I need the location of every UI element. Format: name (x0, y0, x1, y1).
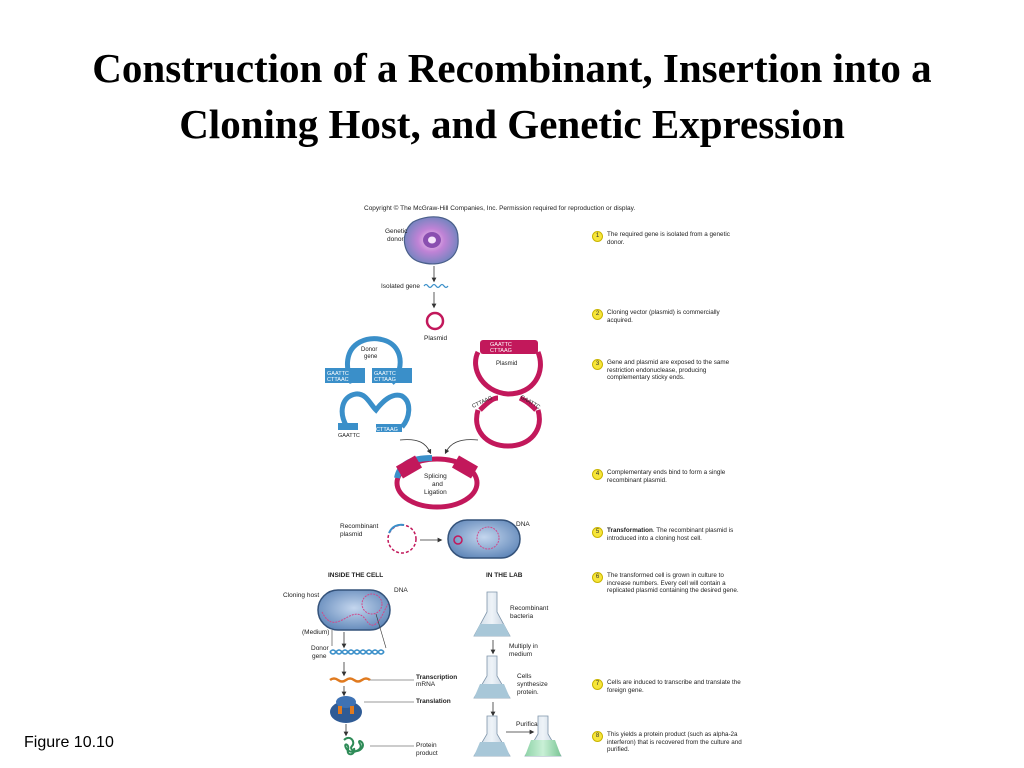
flask-purified-protein (524, 715, 562, 757)
cloning-host-cell (317, 589, 391, 631)
label-isolated-gene: Isolated gene (381, 283, 420, 290)
flask-synthesize (473, 655, 511, 699)
seq-open-right: GAATTC (519, 395, 541, 411)
label-recomb-plasmid: plasmid (340, 531, 363, 538)
step-4: 4 Complementary ends bind to form a singl… (592, 469, 752, 484)
donor-gene-cut (325, 336, 412, 385)
label-cells-2: synthesize (517, 681, 548, 688)
step-6-badge: 6 (592, 572, 603, 583)
step-6: 6 The transformed cell is grown in cultur… (592, 572, 752, 595)
figure-label: Figure 10.10 (24, 734, 114, 751)
step-2: 2 Cloning vector (plasmid) is commerciall… (592, 309, 752, 324)
seq-right-bottom: CTTAAG (374, 377, 396, 383)
step-2-badge: 2 (592, 309, 603, 320)
label-product: product (416, 750, 438, 757)
label-transcription: Transcription (416, 674, 457, 681)
flask-purification-source (473, 715, 511, 757)
step-2-text: Cloning vector (plasmid) is commercially… (607, 309, 720, 324)
seq-plasmid-top: GAATTC (490, 342, 512, 348)
label-cells-1: Cells (517, 673, 532, 680)
label-donor-b2: gene (312, 653, 327, 660)
step-3: 3 Gene and plasmid are exposed to the sam… (592, 359, 752, 382)
label-purification: Purification (516, 721, 549, 728)
title-line-2: Cloning Host, and Genetic Expression (179, 101, 845, 147)
label-translation: Translation (416, 698, 451, 705)
label-recomb-bacteria-2: bacteria (510, 613, 534, 620)
label-donor-gene-2: gene (364, 354, 378, 360)
step-8: 8 This yields a protein product (such as … (592, 731, 752, 754)
seq-plasmid-bottom: CTTAAG (490, 348, 512, 354)
label-multiply-1: Multiply in (509, 643, 538, 650)
donor-gene-helix-lower (329, 649, 385, 655)
label-donor-b1: Donor (311, 645, 330, 652)
heading-inside-cell: INSIDE THE CELL (328, 572, 383, 579)
label-ligation: Ligation (424, 489, 447, 496)
plasmid-cut (473, 340, 543, 397)
label-cloning-host: Cloning host (283, 592, 319, 599)
plasmid-ring (425, 311, 445, 331)
label-dna-top: DNA (516, 521, 530, 528)
genetic-donor-cell (403, 216, 459, 265)
step-3-badge: 3 (592, 359, 603, 370)
step-6-text: The transformed cell is grown in culture… (607, 572, 739, 595)
label-genetic: Genetic (385, 228, 408, 235)
step-5-bold: Transformation (607, 527, 653, 534)
seq-left-top: GAATTC (327, 371, 349, 377)
heading-in-lab: IN THE LAB (486, 572, 523, 579)
donor-gene-sticky-ends (338, 391, 412, 432)
copyright-notice: Copyright © The McGraw-Hill Companies, I… (364, 205, 636, 212)
ribosome (330, 696, 362, 723)
step-1-text: The required gene is isolated from a gen… (607, 231, 730, 246)
step-3-text: Gene and plasmid are exposed to the same… (607, 359, 730, 382)
label-splicing: Splicing (424, 473, 447, 480)
label-medium: (Medium) (302, 629, 329, 636)
step-5-badge: 5 (592, 527, 603, 538)
step-4-text: Complementary ends bind to form a single… (607, 469, 726, 484)
step-4-badge: 4 (592, 469, 603, 480)
title-line-1: Construction of a Recombinant, Insertion… (92, 45, 932, 91)
label-cells-3: protein. (517, 689, 539, 696)
step-7-text: Cells are induced to transcribe and tran… (607, 679, 741, 694)
label-and: and (432, 481, 443, 488)
label-dna-inside: DNA (394, 587, 408, 594)
isolated-gene-helix (423, 283, 449, 289)
step-8-text: This yields a protein product (such as a… (607, 731, 742, 754)
label-mrna: mRNA (416, 681, 436, 688)
seq-lower-right: CTTAAG (376, 427, 398, 433)
step-8-badge: 8 (592, 731, 603, 742)
spliced-recombinant-plasmid (394, 455, 480, 510)
label-protein: Protein (416, 742, 437, 749)
label-multiply-2: medium (509, 651, 532, 658)
step-7: 7 Cells are induced to transcribe and tra… (592, 679, 752, 694)
transformed-host-cell (447, 519, 521, 559)
label-recomb-bacteria-1: Recombinant (510, 605, 548, 612)
label-donor: donor (387, 236, 404, 243)
step-1: 1 The required gene is isolated from a ge… (592, 231, 752, 246)
seq-lower-left: GAATTC (338, 433, 360, 439)
label-recombinant: Recombinant (340, 523, 378, 530)
step-5: 5 Transformation. The recombinant plasmid… (592, 527, 752, 542)
step-1-badge: 1 (592, 231, 603, 242)
flask-recombinant-bacteria (473, 591, 511, 637)
step-7-badge: 7 (592, 679, 603, 690)
label-plasmid-right: Plasmid (496, 361, 517, 367)
plasmid-opened (474, 395, 542, 449)
label-plasmid: Plasmid (424, 335, 448, 342)
label-donor-gene-1: Donor (361, 347, 377, 353)
seq-right-top: GAATTC (374, 371, 396, 377)
seq-left-bottom: CTTAAC (327, 377, 349, 383)
mrna-strand (329, 677, 371, 683)
step-5-text: . The recombinant plasmid is introduced … (607, 527, 734, 542)
slide-title: Construction of a Recombinant, Insertion… (0, 40, 1024, 152)
protein-product (343, 736, 364, 756)
